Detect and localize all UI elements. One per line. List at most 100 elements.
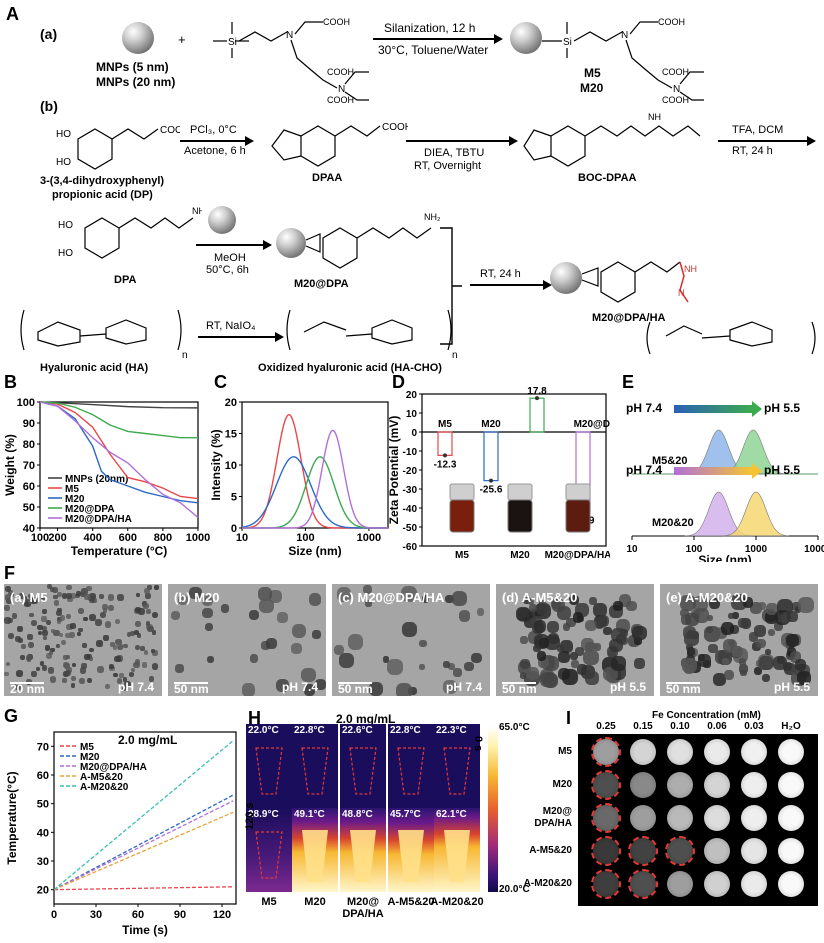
ph-arrow-head (752, 463, 762, 479)
nanoparticle (220, 604, 229, 613)
tga-xtick-label: 100 (31, 532, 49, 544)
ligand-cooh1: COOH (658, 17, 685, 27)
zeta-ytick-label: -30 (403, 485, 418, 496)
thermal-column-label: M5 (261, 896, 277, 908)
heat-legend-label: M5 (80, 742, 94, 753)
nanoparticle (740, 669, 748, 677)
heat-ytick-label: 60 (37, 770, 49, 782)
hacho-structure: n (286, 309, 458, 360)
nanoparticle (170, 610, 181, 621)
nanoparticle (336, 587, 352, 602)
nanoparticle (89, 614, 96, 621)
nanoparticle (151, 663, 159, 670)
nanoparticle (96, 640, 103, 647)
thermal-image: 22.6°C (340, 724, 386, 808)
mri-phantom (667, 871, 693, 897)
silanization-condition-top: Silanization, 12 h (384, 21, 476, 35)
dls-ytick-label: 10 (225, 460, 237, 472)
agg-xlabel: Size (nm) (698, 553, 751, 562)
nanoparticle (301, 667, 316, 683)
nanoparticle (754, 667, 763, 676)
dpa-ho2: HO (58, 248, 73, 259)
nanoparticle (539, 637, 549, 648)
nanoparticle (626, 600, 637, 612)
nanoparticle (418, 664, 425, 671)
ph-end-label: pH 5.5 (764, 463, 800, 477)
nanoparticle (755, 659, 763, 667)
nanoparticle (408, 686, 417, 696)
nanoparticle (84, 654, 90, 660)
mnp-label-5: MNPs (5 nm) (96, 60, 169, 74)
nanoparticle (536, 651, 547, 661)
tem-scale-bar (502, 682, 536, 684)
nanoparticle (592, 603, 607, 618)
mri-phantom (741, 805, 767, 831)
group-label: M20&20 (652, 517, 694, 529)
nanoparticle (442, 679, 457, 694)
heat-ytick-label: 70 (37, 741, 49, 753)
nanoparticle (396, 683, 412, 696)
nanoparticle (539, 599, 546, 607)
tga-legend-label: M20 (65, 494, 85, 505)
nanoparticle (59, 615, 66, 621)
nanoparticle (129, 630, 136, 637)
nanoparticle (109, 642, 115, 648)
nanoparticle (706, 615, 713, 622)
tem-ph-label: pH 7.4 (117, 680, 154, 694)
mri-phantom (630, 739, 656, 765)
nanoparticle (596, 614, 609, 627)
nanoparticle (149, 676, 155, 682)
nanoparticle (732, 611, 740, 619)
panel-e-label: E (622, 372, 635, 392)
nanoparticle (523, 596, 532, 605)
nanoparticle (45, 653, 53, 660)
nanoparticle (471, 652, 482, 664)
silane-n1: N (286, 30, 293, 41)
nanoparticle (96, 666, 104, 673)
nanoparticle (65, 613, 72, 620)
subpanel-a-label: (a) (40, 26, 58, 42)
heat-annotation: 2.0 mg/mL (118, 733, 177, 747)
tga-ytick-label: 70 (23, 460, 35, 472)
mri-circle-marker (591, 869, 621, 899)
nanoparticle (528, 604, 537, 613)
nanoparticle (82, 643, 87, 648)
nanoparticle (103, 635, 109, 641)
ligand-si: Si (563, 37, 572, 48)
thermal-image: 45.7°C (388, 808, 434, 892)
nanoparticle (107, 604, 115, 612)
nanoparticle (102, 608, 108, 613)
tga-xtick-label: 600 (119, 532, 137, 544)
tube-outline (301, 747, 329, 795)
nanoparticle (794, 606, 802, 613)
nanoparticle (81, 663, 87, 670)
nanoparticle (419, 639, 427, 648)
nanoparticle (22, 596, 28, 602)
mnp-label-20: MNPs (20 nm) (96, 75, 176, 89)
mri-phantom (778, 838, 804, 864)
tga-legend-label: MNPs (20nm) (65, 474, 128, 485)
nanoparticle (241, 683, 256, 696)
heat-series-line (53, 886, 234, 891)
nanoparticle (276, 679, 290, 693)
nanoparticle (55, 609, 63, 617)
nanoparticle (39, 661, 45, 667)
thermal-column-label: M20 (304, 896, 326, 908)
tga-ytick-label: 90 (23, 418, 35, 430)
nanoparticle (21, 644, 27, 650)
hot-tube-shape (444, 830, 470, 882)
nanoparticle (362, 584, 372, 594)
nanoparticle (540, 672, 556, 688)
nanoparticle (66, 584, 72, 591)
silanization-condition-bottom: 30°C, Toluene/Water (378, 43, 489, 57)
nanoparticle (756, 638, 766, 648)
nanoparticle (48, 650, 53, 656)
nanoparticle (634, 637, 642, 645)
nanoparticle (70, 623, 76, 629)
nanoparticle (147, 584, 153, 590)
ph-end-label: pH 5.5 (764, 401, 800, 415)
hot-tube-shape (350, 830, 376, 882)
